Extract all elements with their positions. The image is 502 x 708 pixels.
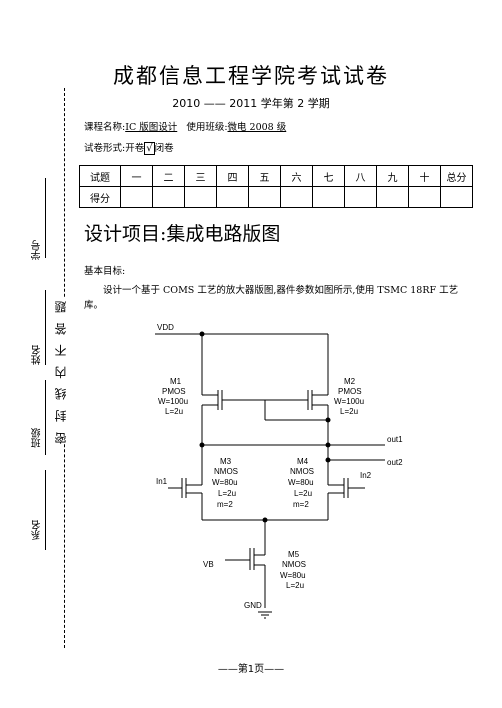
m3-length: L=2u bbox=[218, 489, 236, 498]
academic-year: 2010 —— 2011 学年第 2 学期 bbox=[172, 97, 330, 110]
margin-department-line bbox=[45, 470, 46, 550]
m3-type: NMOS bbox=[214, 467, 238, 476]
score-cell bbox=[440, 186, 473, 208]
score-table: 试题 一 二 三 四 五 六 七 八 九 十 总分 得分 bbox=[79, 165, 473, 208]
m4-multiplier: m=2 bbox=[293, 500, 309, 509]
m4-type: NMOS bbox=[290, 467, 314, 476]
m3-width: W=80u bbox=[212, 478, 238, 487]
vdd-label: VDD bbox=[157, 323, 174, 332]
out1-label: out1 bbox=[387, 435, 403, 444]
course-name-label: 课程名称: bbox=[84, 122, 126, 133]
gnd-label: GND bbox=[244, 601, 262, 610]
m2-label: M2 bbox=[344, 377, 356, 386]
m4-length: L=2u bbox=[294, 489, 312, 498]
m5-type: NMOS bbox=[282, 560, 306, 569]
m5-label: M5 bbox=[288, 550, 300, 559]
exam-form-label: 试卷形式: bbox=[84, 143, 126, 154]
closed-book-option: 闭卷 bbox=[154, 143, 174, 154]
m2-width: W=100u bbox=[334, 397, 364, 406]
junction-dot bbox=[325, 457, 331, 463]
junction-dot bbox=[199, 442, 205, 448]
junction-dot bbox=[325, 442, 331, 448]
margin-class-line bbox=[45, 380, 46, 455]
m5-length: L=2u bbox=[286, 581, 304, 590]
goal-label: 基本目标: bbox=[84, 266, 126, 277]
score-table-score-row: 得分 bbox=[79, 186, 473, 208]
binding-margin: 系名 班级 姓名 学号 密 封 线 内 不 答 题 bbox=[0, 0, 70, 708]
open-book-option: 开卷 bbox=[125, 143, 145, 154]
m1-type: PMOS bbox=[162, 387, 186, 396]
in1-label: In1 bbox=[156, 477, 168, 486]
junction-dot bbox=[199, 331, 205, 337]
m1-width: W=100u bbox=[158, 397, 188, 406]
page-number: ——第1页—— bbox=[217, 664, 285, 675]
goal-text: 设计一个基于 COMS 工艺的放大器版图,器件参数如图所示,使用 TSMC 18… bbox=[84, 285, 459, 311]
out2-label: out2 bbox=[387, 458, 403, 467]
margin-student-id-line bbox=[45, 178, 46, 258]
class-value: 微电 2008 级 bbox=[227, 122, 287, 133]
project-title: 设计项目:集成电路版图 bbox=[84, 223, 281, 245]
class-label: 使用班级: bbox=[186, 122, 228, 133]
m3-label: M3 bbox=[220, 457, 232, 466]
m2-type: PMOS bbox=[338, 387, 362, 396]
vb-label: VB bbox=[203, 560, 214, 569]
m5-width: W=80u bbox=[280, 571, 306, 580]
m1-length: L=2u bbox=[165, 407, 183, 416]
score-table-header-row: 试题 一 二 三 四 五 六 七 八 九 十 总分 bbox=[79, 165, 473, 187]
m1-label: M1 bbox=[170, 377, 182, 386]
exam-form-line: 试卷形式:开卷√闭卷 bbox=[84, 140, 174, 155]
in2-label: In2 bbox=[360, 471, 372, 480]
m3-multiplier: m=2 bbox=[217, 500, 233, 509]
m4-width: W=80u bbox=[288, 478, 314, 487]
margin-name-line bbox=[45, 290, 46, 365]
m4-label: M4 bbox=[297, 457, 309, 466]
junction-dot bbox=[262, 517, 268, 523]
exam-form-checkbox: √ bbox=[144, 142, 155, 155]
course-name-value: IC 版图设计 bbox=[125, 122, 178, 133]
exam-title: 成都信息工程学院考试试卷 bbox=[113, 64, 389, 88]
m2-length: L=2u bbox=[340, 407, 358, 416]
course-info-line: 课程名称:IC 版图设计 使用班级:微电 2008 级 bbox=[84, 119, 286, 133]
junction-dot bbox=[325, 417, 331, 423]
